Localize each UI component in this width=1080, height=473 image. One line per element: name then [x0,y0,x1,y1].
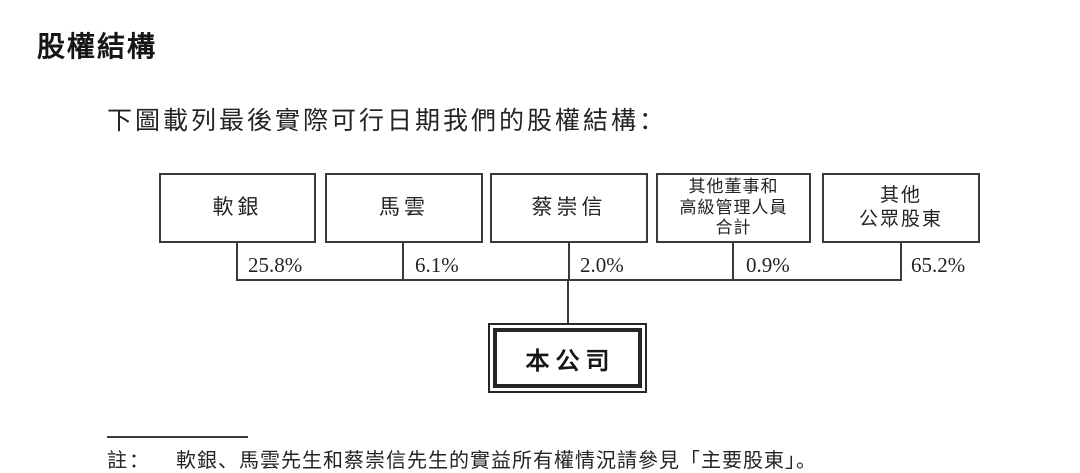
shareholder-label-line: 公眾股東 [858,209,943,230]
footnote-divider [107,436,248,438]
percent-label-jack-ma: 6.1% [415,253,459,277]
percent-label-public: 65.2% [911,253,966,277]
section-title: 股權結構 [37,31,158,62]
shareholder-box-softbank: 軟銀 [159,173,316,243]
shareholder-label-line: 合計 [715,218,752,238]
shareholder-label: 軟銀 [212,195,263,220]
connector-drop-public [900,243,902,281]
footnote-text: 軟銀、馬雲先生和蔡崇信先生的實益所有權情況請參見「主要股東」。 [176,450,817,472]
connector-drop-joe-tsai [568,243,570,281]
shareholder-box-public: 其他 公眾股東 [822,173,980,243]
connector-drop-softbank [236,243,238,281]
shareholder-box-joe-tsai: 蔡崇信 [490,173,648,243]
footnote-prefix: 註： [107,450,151,472]
percent-label-other-directors: 0.9% [746,253,790,277]
percent-label-joe-tsai: 2.0% [580,253,624,277]
connector-drop-jack-ma [402,243,404,281]
percent-label-softbank: 25.8% [248,253,303,277]
connector-drop-other-directors [732,243,734,281]
connector-drop-company [567,281,569,323]
intro-text: 下圖載列最後實際可行日期我們的股權結構： [107,108,668,135]
shareholder-label-line: 其他董事和 [688,177,779,197]
shareholder-box-jack-ma: 馬雲 [325,173,483,243]
shareholder-box-other-directors: 其他董事和 高級管理人員 合計 [656,173,811,243]
shareholder-label: 馬雲 [379,195,429,220]
company-box: 本公司 [488,323,647,393]
connector-bus-line [236,279,902,281]
company-label: 本公司 [525,348,616,375]
shareholder-label: 蔡崇信 [531,195,607,220]
shareholder-label-line: 其他 [879,185,922,207]
company-box-inner-border: 本公司 [493,328,642,388]
shareholder-label-line: 高級管理人員 [679,197,788,217]
